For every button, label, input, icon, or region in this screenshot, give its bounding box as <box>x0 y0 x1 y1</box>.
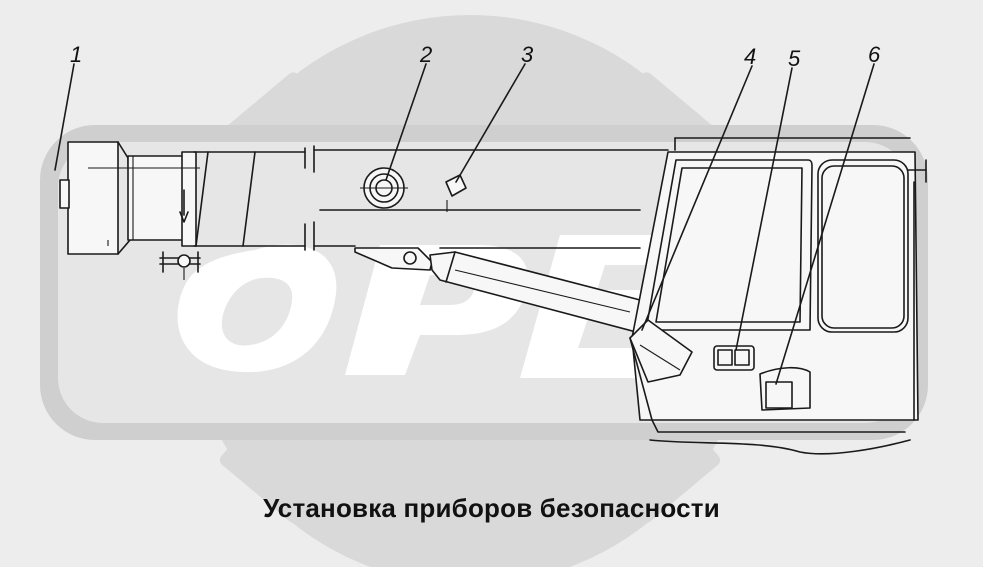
callout-3: 3 <box>521 42 534 67</box>
boom-round-sensor <box>360 167 408 209</box>
hydraulic-cylinder <box>354 247 641 333</box>
callout-4: 4 <box>744 44 756 69</box>
callout-labels: 1 2 3 4 5 6 <box>70 42 881 71</box>
leader-lines <box>54 63 875 385</box>
lower-bracket <box>159 251 201 280</box>
boom-sections <box>193 145 669 251</box>
boom-small-sensor <box>445 174 467 212</box>
callout-1: 1 <box>70 42 82 67</box>
callout-2: 2 <box>419 42 432 67</box>
callout-6: 6 <box>868 42 881 67</box>
figure-caption: Установка приборов безопасности <box>263 493 720 523</box>
cabin-control-box <box>759 366 811 411</box>
crane-boom-drawing <box>59 137 927 455</box>
operator-cabin <box>629 137 927 455</box>
callout-5: 5 <box>788 46 801 71</box>
cabin-indicator-panel <box>713 345 755 371</box>
boom-head <box>59 141 200 255</box>
